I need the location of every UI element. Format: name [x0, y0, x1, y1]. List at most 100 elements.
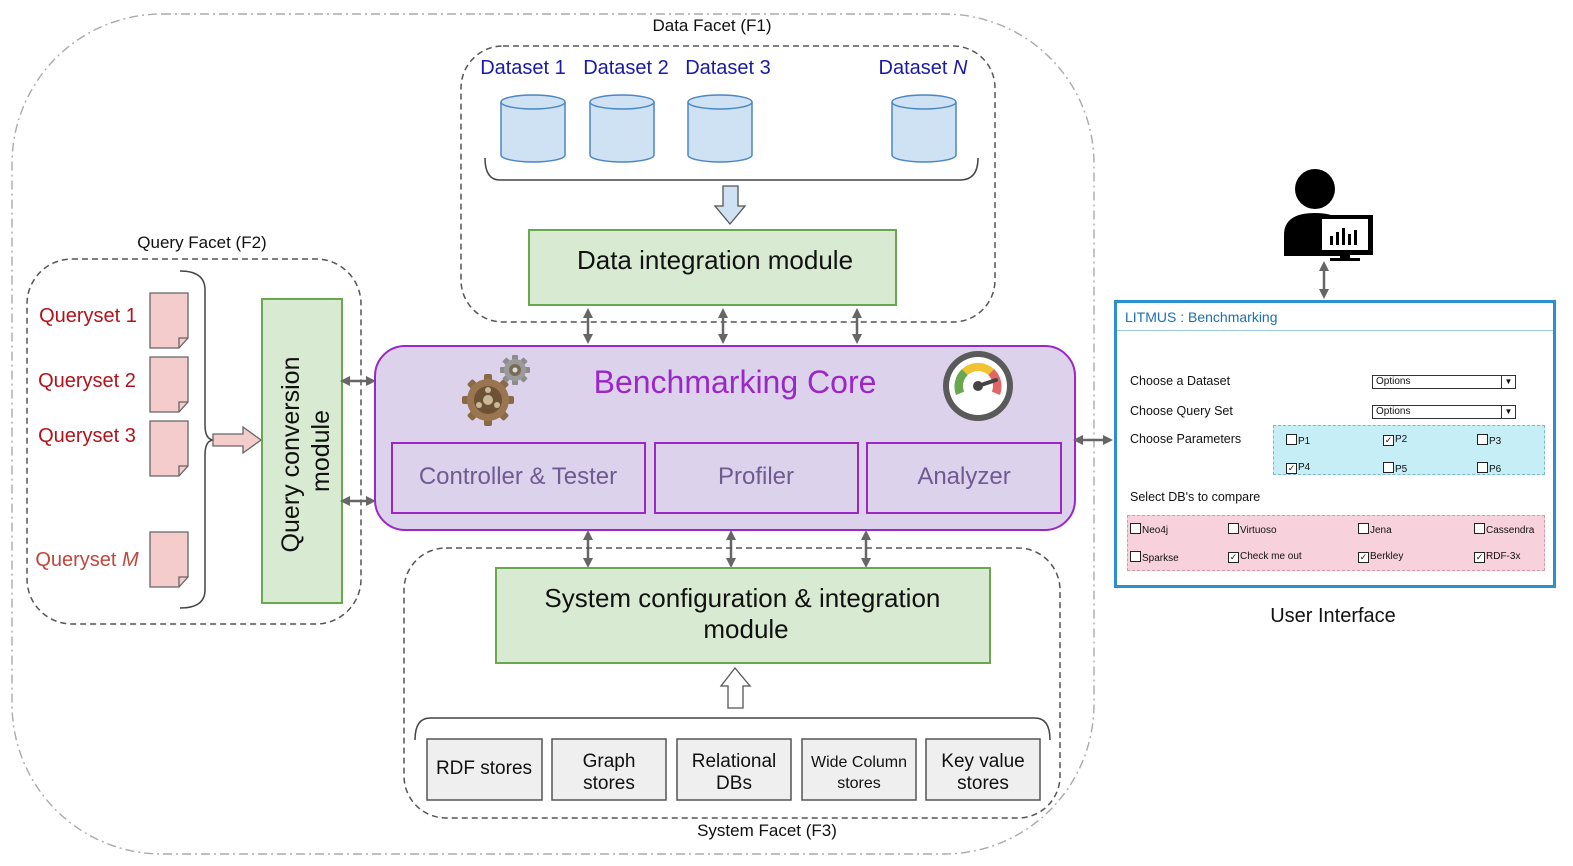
checkbox-icon: ✓ [1286, 463, 1297, 474]
checkbox-icon [1228, 523, 1239, 534]
controller-tester-box [391, 442, 646, 514]
analyzer-label: Analyzer [917, 463, 1010, 490]
query-conversion-module-label: Query conversion module [277, 350, 335, 553]
datasets-brace [484, 157, 979, 181]
database-cylinder-icon [589, 94, 655, 163]
user-interface-caption: User Interface [1270, 605, 1396, 627]
data-facet-box [460, 45, 996, 323]
data-integration-module [528, 229, 897, 306]
database-cylinder-icon [687, 94, 753, 163]
db-checkbox[interactable]: ✓RDF-3x [1474, 551, 1521, 563]
checkbox-icon [1383, 462, 1394, 473]
db-checkbox[interactable]: Virtuoso [1228, 523, 1277, 537]
store-box [925, 738, 1041, 801]
queryset-label: Queryset 1 [39, 305, 137, 327]
checkbox-icon [1358, 523, 1369, 534]
parameters-group: P1 ✓P2 P3 ✓P4 P5 P6 [1273, 425, 1545, 475]
checkbox-icon: ✓ [1383, 435, 1394, 446]
controller-tester-label: Controller & Tester [419, 463, 617, 490]
system-facet-title: System Facet (F3) [697, 821, 837, 840]
database-cylinder-icon [891, 94, 957, 163]
checkbox-icon [1474, 523, 1485, 534]
queryset-m-var: M [122, 549, 139, 571]
param-checkbox[interactable]: P6 [1477, 462, 1501, 476]
checkbox-icon [1477, 462, 1488, 473]
db-checkbox[interactable]: Cassendra [1474, 523, 1534, 537]
param-checkbox[interactable]: P1 [1286, 434, 1310, 448]
param-checkbox[interactable]: P5 [1383, 462, 1407, 476]
data-integration-module-label: Data integration module [577, 245, 853, 275]
ui-panel-title: LITMUS : Benchmarking [1125, 309, 1278, 325]
dataset-label: Dataset 3 [685, 57, 771, 79]
dataset-select-value: Options [1376, 376, 1411, 387]
query-conversion-line-2: module [307, 410, 335, 492]
ui-mockup-panel: LITMUS : Benchmarking Choose a Dataset O… [1114, 300, 1556, 588]
querysets-right-arrow [212, 425, 263, 455]
dataset-label: Dataset N [879, 57, 968, 79]
query-facet-box [26, 258, 362, 625]
store-label: RDF stores [436, 758, 532, 779]
dataset-label: Dataset 1 [480, 57, 566, 79]
db-checkbox[interactable]: Jena [1358, 523, 1392, 537]
system-config-module [495, 567, 991, 664]
stores-brace [414, 717, 1051, 741]
checkbox-icon [1477, 434, 1488, 445]
document-icon [149, 531, 189, 588]
store-box [551, 738, 667, 801]
ui-title-divider [1117, 330, 1553, 331]
system-config-line-1: System configuration & integration [544, 583, 940, 613]
profiler-label: Profiler [718, 463, 794, 490]
dropdown-arrow-icon: ▼ [1501, 376, 1515, 388]
system-config-line-2: module [703, 614, 788, 644]
data-core-connectors [583, 308, 862, 344]
stores-up-arrow [719, 666, 752, 709]
param-checkbox[interactable]: P3 [1477, 434, 1501, 448]
queryset-label: Queryset M [35, 549, 139, 571]
checkbox-icon [1286, 434, 1297, 445]
queryset-label: Queryset 3 [38, 425, 136, 447]
query-facet-title: Query Facet (F2) [137, 233, 266, 252]
system-config-module-label: System configuration & integration modul… [544, 583, 947, 644]
store-box [426, 738, 543, 801]
db-checkbox[interactable]: ✓Berkley [1358, 551, 1404, 563]
choose-queryset-label: Choose Query Set [1130, 404, 1233, 418]
dataset-select[interactable]: Options ▼ [1372, 375, 1516, 389]
dropdown-arrow-icon: ▼ [1501, 406, 1515, 418]
document-icon [149, 356, 189, 413]
store-box [676, 738, 792, 801]
gauge-icon [943, 351, 1013, 421]
outer-boundary [11, 13, 1095, 855]
choose-parameters-label: Choose Parameters [1130, 432, 1242, 446]
dataset-label: Dataset 2 [583, 57, 669, 79]
monitor-icon [1317, 215, 1373, 261]
database-cylinder-icon [500, 94, 566, 163]
queryset-label: Queryset 2 [38, 370, 136, 392]
queryset-select[interactable]: Options ▼ [1372, 405, 1516, 419]
core-system-connectors [583, 530, 871, 568]
db-checkbox[interactable]: Sparkse [1130, 551, 1179, 565]
checkbox-icon: ✓ [1358, 552, 1369, 563]
db-checkbox[interactable]: Neo4j [1130, 523, 1168, 537]
profiler-box [654, 442, 859, 514]
checkbox-icon [1130, 523, 1141, 534]
dbs-group: Neo4j Virtuoso Jena Cassendra Sparkse ✓C… [1127, 515, 1545, 571]
query-core-connectors [340, 376, 376, 506]
param-checkbox[interactable]: ✓P2 [1383, 434, 1408, 446]
datasets-down-arrow [713, 185, 747, 226]
db-checkbox[interactable]: ✓Check me out [1228, 551, 1302, 563]
checkbox-icon [1130, 551, 1141, 562]
checkbox-icon: ✓ [1228, 552, 1239, 563]
data-facet-title: Data Facet (F1) [652, 16, 771, 35]
checkbox-icon: ✓ [1474, 552, 1485, 563]
dataset-n-var: N [953, 57, 968, 79]
store-box [801, 738, 917, 801]
dataset-n-prefix: Dataset [879, 57, 953, 79]
benchmarking-core-title: Benchmarking Core [594, 364, 877, 400]
gears-icon [462, 355, 530, 426]
param-checkbox[interactable]: ✓P4 [1286, 462, 1311, 474]
queryset-select-value: Options [1376, 406, 1411, 417]
